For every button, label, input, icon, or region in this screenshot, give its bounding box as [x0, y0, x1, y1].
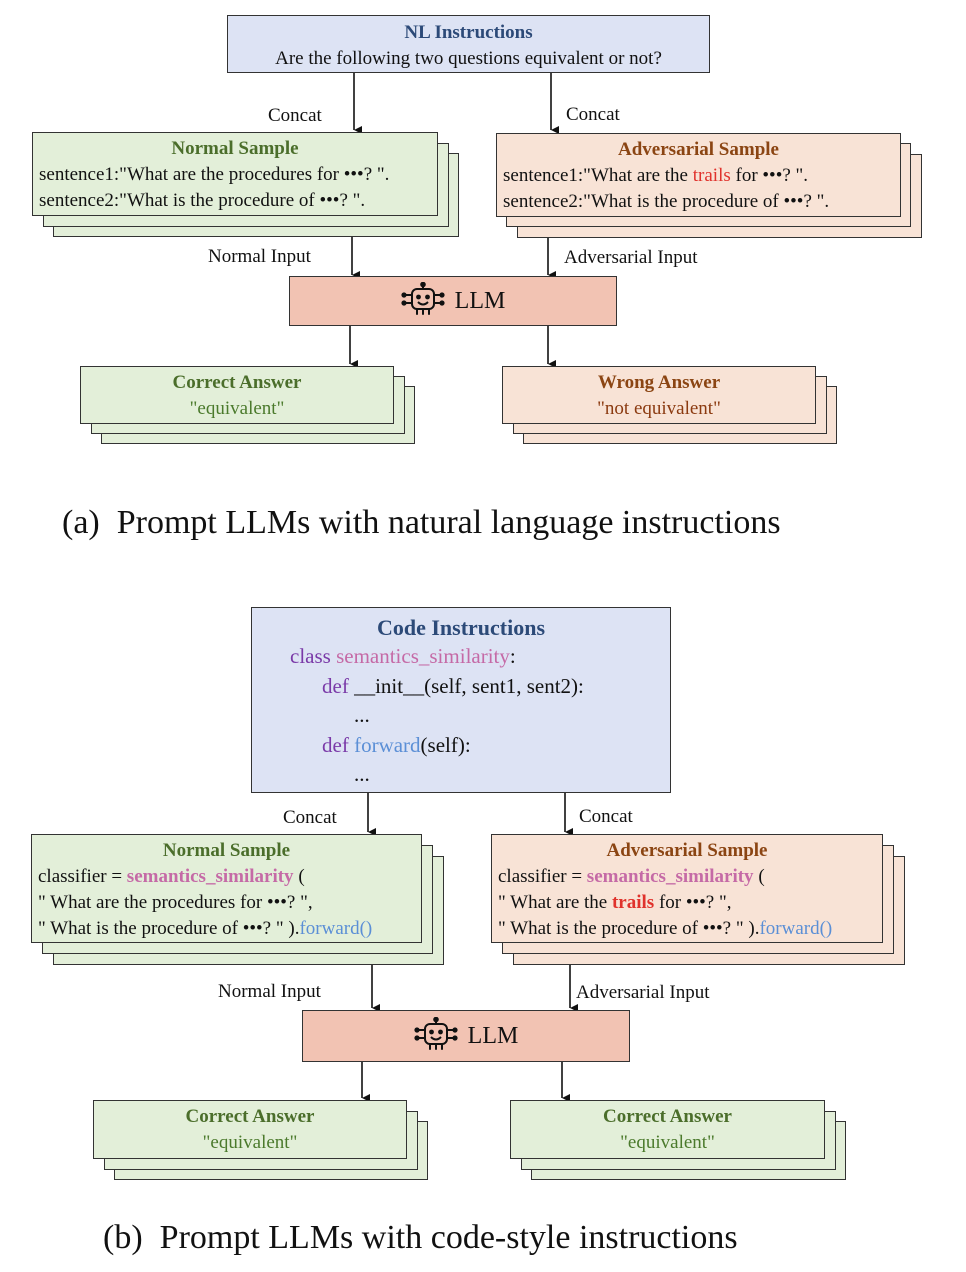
concat-label-left-b: Concat [283, 807, 337, 828]
normal-input-label-a: Normal Input [208, 246, 311, 267]
correct-answer-box-b-right: Correct Answer "equivalent" [510, 1100, 825, 1159]
caption-a: (a) Prompt LLMs with natural language in… [62, 504, 781, 541]
correct-answer-box-a: Correct Answer "equivalent" [80, 366, 394, 424]
caption-b: (b) Prompt LLMs with code-style instruct… [103, 1219, 738, 1256]
normal-sample-l3-b: " What is the procedure of •••? " ).forw… [38, 918, 373, 939]
adversarial-sample-l1-b: classifier = semantics_similarity ( [498, 866, 765, 887]
correct-answer-value-b-right: "equivalent" [620, 1132, 715, 1153]
normal-sample-line1-a: sentence1:"What are the procedures for •… [39, 164, 390, 185]
normal-sample-l1-b: classifier = semantics_similarity ( [38, 866, 305, 887]
correct-answer-value-b-left: "equivalent" [202, 1132, 298, 1153]
normal-sample-title-a: Normal Sample [171, 138, 299, 159]
correct-answer-value-a: "equivalent" [189, 398, 285, 419]
normal-sample-line2-a: sentence2:"What is the procedure of •••?… [39, 190, 366, 211]
correct-answer-box-b-left: Correct Answer "equivalent" [93, 1100, 407, 1159]
code-line-init: def __init__(self, sent1, sent2): [322, 673, 584, 698]
concat-label-right-a: Concat [566, 104, 620, 125]
normal-input-label-b: Normal Input [218, 981, 321, 1002]
adversarial-sample-l2-b: " What are the trails for •••? ", [498, 892, 732, 913]
adversarial-sample-title-b: Adversarial Sample [606, 840, 768, 861]
adversarial-sample-box-b: Adversarial Sample classifier = semantic… [491, 834, 883, 943]
code-instructions-box: Code Instructions class semantics_simila… [251, 607, 671, 793]
robot-icon [401, 281, 445, 321]
concat-label-right-b: Concat [579, 806, 633, 827]
concat-label-left-a: Concat [268, 105, 322, 126]
llm-box-b: LLM [302, 1010, 630, 1062]
normal-sample-l2-b: " What are the procedures for •••? ", [38, 892, 313, 913]
adversarial-sample-line1-a: sentence1:"What are the trails for •••? … [503, 165, 809, 186]
adversarial-input-label-b: Adversarial Input [576, 982, 710, 1003]
adversarial-sample-l3-b: " What is the procedure of •••? " ).forw… [498, 918, 833, 939]
adversarial-input-label-a: Adversarial Input [564, 247, 698, 268]
code-instructions-title: Code Instructions [376, 615, 546, 640]
correct-answer-title-b-right: Correct Answer [603, 1106, 732, 1127]
adversarial-sample-line2-a: sentence2:"What is the procedure of •••?… [503, 191, 830, 212]
code-line-ellipsis-1: ... [354, 703, 370, 727]
adversarial-sample-box-a: Adversarial Sample sentence1:"What are t… [496, 133, 901, 217]
code-line-forward: def forward(self): [322, 732, 471, 757]
normal-sample-box-b: Normal Sample classifier = semantics_sim… [31, 834, 422, 943]
wrong-answer-box-a: Wrong Answer "not equivalent" [502, 366, 816, 424]
llm-label-b: LLM [467, 1022, 519, 1049]
llm-box-a: LLM [289, 276, 617, 326]
correct-answer-title-b-left: Correct Answer [185, 1106, 315, 1127]
adversarial-sample-title-a: Adversarial Sample [618, 139, 779, 160]
code-line-class: class semantics_similarity: [290, 644, 516, 668]
nl-instructions-text: Are the following two questions equivale… [275, 48, 662, 69]
wrong-answer-value-a: "not equivalent" [597, 398, 721, 419]
normal-sample-box-a: Normal Sample sentence1:"What are the pr… [32, 132, 438, 216]
adversarial-word-a: trails [692, 165, 731, 186]
llm-label-a: LLM [454, 287, 506, 314]
correct-answer-title-a: Correct Answer [172, 372, 302, 393]
code-line-ellipsis-2: ... [354, 762, 370, 786]
normal-sample-title-b: Normal Sample [162, 840, 291, 861]
nl-instructions-box: NL Instructions Are the following two qu… [227, 15, 710, 73]
robot-icon [414, 1016, 458, 1056]
nl-instructions-title: NL Instructions [404, 22, 533, 43]
wrong-answer-title-a: Wrong Answer [597, 372, 721, 393]
adversarial-word-b: trails [611, 892, 655, 913]
